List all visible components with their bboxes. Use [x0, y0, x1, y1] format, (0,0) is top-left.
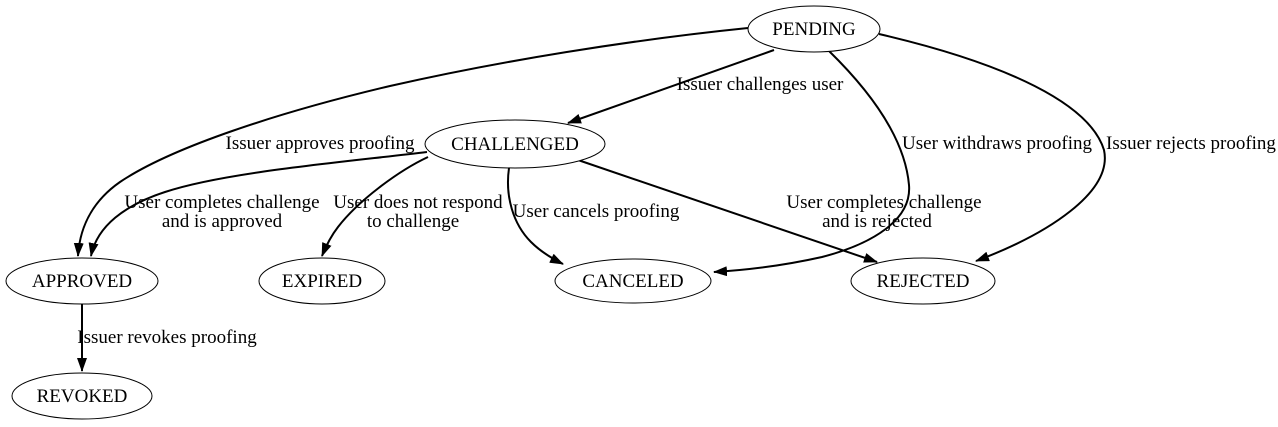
node-ellipse: [554, 258, 712, 304]
edge-challenged-expired: [321, 156, 429, 257]
state-node-expired: EXPIRED: [258, 257, 386, 305]
node-ellipse: [747, 5, 881, 53]
edges-layer: [73, 27, 1106, 372]
node-label: APPROVED: [32, 271, 132, 292]
state-node-pending: PENDING: [747, 5, 881, 53]
edge-challenged-approved: [88, 151, 428, 257]
node-label: EXPIRED: [282, 271, 362, 292]
edge-label-line: User does not respond: [333, 192, 503, 213]
edge-pending-canceled: [713, 50, 911, 277]
edge-label-user-cancels-proofing: User cancels proofing: [513, 201, 680, 222]
edge-label-user-withdraws-proofing: User withdraws proofing: [902, 133, 1092, 154]
node-ellipse: [11, 372, 153, 420]
state-node-canceled: CANCELED: [554, 258, 712, 304]
node-label: PENDING: [772, 19, 856, 40]
edge-pending-challenged: [567, 49, 775, 124]
edge-pending-rejected: [878, 33, 1106, 262]
node-label: REVOKED: [37, 386, 128, 407]
node-ellipse: [850, 257, 996, 305]
edge-label-user-completes-challenge-approved: User completes challenge and is approved: [124, 192, 319, 232]
edge-labels-layer: Issuer challenges user Issuer approves p…: [77, 74, 1276, 348]
edge-label-user-does-not-respond: User does not respond to challenge: [333, 192, 503, 232]
edge-label-issuer-rejects-proofing: Issuer rejects proofing: [1106, 133, 1276, 154]
state-node-challenged: CHALLENGED: [424, 119, 606, 169]
edge-label-line: to challenge: [367, 211, 459, 232]
edge-label-line: and is approved: [162, 211, 283, 232]
edge-label-issuer-revokes-proofing: Issuer revokes proofing: [77, 327, 257, 348]
edge-label-issuer-challenges-user: Issuer challenges user: [677, 74, 844, 95]
edge-label-line: User completes challenge: [124, 192, 319, 213]
edge-pending-approved: [73, 27, 749, 257]
edge-label-user-completes-challenge-rejected: User completes challenge and is rejected: [786, 192, 981, 232]
node-ellipse: [258, 257, 386, 305]
edge-label-line: User completes challenge: [786, 192, 981, 213]
node-label: REJECTED: [877, 271, 970, 292]
edge-challenged-rejected: [577, 159, 878, 263]
edge-label-issuer-approves-proofing: Issuer approves proofing: [226, 133, 415, 154]
node-ellipse: [5, 257, 159, 305]
state-node-revoked: REVOKED: [11, 372, 153, 420]
node-label: CHALLENGED: [451, 134, 579, 155]
node-label: CANCELED: [582, 271, 683, 292]
edge-label-line: and is rejected: [822, 211, 932, 232]
node-ellipse: [424, 119, 606, 169]
edge-challenged-canceled: [507, 167, 564, 265]
state-node-approved: APPROVED: [5, 257, 159, 305]
nodes-layer: PENDING CHALLENGED APPROVED EXPIRED CANC…: [5, 5, 996, 420]
state-node-rejected: REJECTED: [850, 257, 996, 305]
